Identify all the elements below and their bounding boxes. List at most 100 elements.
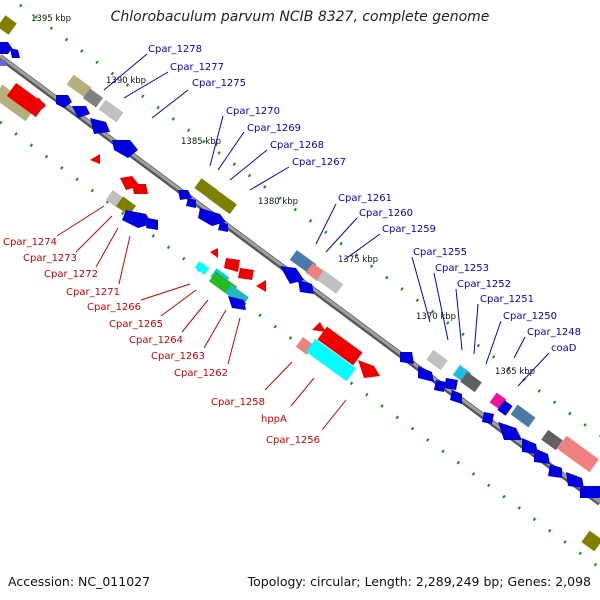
scale-label: 1375 kbp <box>338 255 378 265</box>
leader-line <box>485 320 502 365</box>
scale-label: 1390 kbp <box>106 76 146 86</box>
forward-labels: Cpar_1278 Cpar_1277 Cpar_1275 Cpar_1270 … <box>148 44 581 354</box>
gene-label: Cpar_1264 <box>129 335 183 346</box>
leader-line <box>343 233 381 261</box>
gene-arrow <box>312 322 326 332</box>
gene-arrow <box>90 118 110 134</box>
tick-tracks <box>0 3 600 570</box>
gene-features <box>0 15 600 552</box>
leader-line <box>315 203 337 245</box>
forward-label-leaders <box>103 53 550 387</box>
leader-line <box>118 235 131 285</box>
gene-feature <box>541 429 563 451</box>
gene-arrow <box>498 422 522 440</box>
gene-feature <box>194 261 210 275</box>
gene-feature <box>557 435 599 473</box>
gene-label: Cpar_1278 <box>148 44 202 55</box>
leader-line <box>411 256 431 323</box>
gene-arrow <box>112 140 138 158</box>
gene-arrow <box>450 390 462 404</box>
map-title: Chlorobaculum parvum NCIB 8327, complete… <box>110 9 490 25</box>
gene-arrow <box>0 42 12 54</box>
leader-line <box>181 299 209 333</box>
gene-feature <box>316 270 344 294</box>
gene-arrow <box>122 210 152 228</box>
gene-feature <box>207 187 237 215</box>
gene-label: Cpar_1255 <box>413 247 467 258</box>
gene-label: Cpar_1256 <box>266 435 320 446</box>
gene-label: Cpar_1250 <box>503 311 557 322</box>
gene-label: Cpar_1263 <box>151 351 205 362</box>
gene-arrow <box>0 60 6 66</box>
gene-arrow <box>132 184 148 194</box>
gene-feature <box>510 404 536 428</box>
gene-label: Cpar_1275 <box>192 78 246 89</box>
gene-arrow <box>444 378 458 390</box>
gene-arrow <box>210 248 218 258</box>
tick-track-outer <box>19 3 600 438</box>
gene-arrow <box>534 448 550 464</box>
leader-line <box>517 352 550 387</box>
scale-label: 1365 kbp <box>495 367 535 377</box>
gene-arrow <box>224 258 240 272</box>
scale-labels: 1395 kbp 1390 kbp 1385 kbp 1380 kbp 1375… <box>31 14 535 377</box>
reverse-label-leaders <box>56 205 347 431</box>
scale-label: 1370 kbp <box>416 312 456 322</box>
gene-label: Cpar_1259 <box>382 224 436 235</box>
gene-label: Cpar_1268 <box>270 140 324 151</box>
leader-line <box>56 205 105 237</box>
gene-feature <box>66 74 92 98</box>
scale-label: 1380 kbp <box>258 197 298 207</box>
gene-label: Cpar_1265 <box>109 319 163 330</box>
gene-arrow <box>198 208 226 226</box>
gene-arrow <box>482 412 494 424</box>
gene-arrow <box>228 296 246 310</box>
gene-feature <box>426 349 448 371</box>
leader-line <box>103 53 148 91</box>
gene-arrow <box>566 472 584 488</box>
gene-label: Cpar_1258 <box>211 397 265 408</box>
gene-feature <box>98 99 124 123</box>
gene-feature <box>580 486 600 498</box>
gene-label: Cpar_1261 <box>338 193 392 204</box>
leader-line <box>140 283 191 301</box>
gene-arrow <box>10 48 20 58</box>
gene-label: Cpar_1267 <box>292 157 346 168</box>
gene-arrow <box>56 95 72 108</box>
gene-arrow <box>146 218 158 230</box>
gene-arrow <box>418 366 434 382</box>
gene-arrow <box>238 268 254 280</box>
gene-label: Cpar_1253 <box>435 263 489 274</box>
gene-arrow <box>72 106 90 118</box>
gene-label: Cpar_1248 <box>527 327 581 338</box>
gene-arrow <box>548 464 562 478</box>
gene-arrow <box>280 266 304 284</box>
gene-label: Cpar_1271 <box>66 287 120 298</box>
gene-feature <box>306 338 356 382</box>
gene-arrow <box>218 222 228 232</box>
leader-line <box>160 289 197 317</box>
leader-line <box>75 215 113 253</box>
leader-line <box>151 89 189 119</box>
gene-label: Cpar_1270 <box>226 106 280 117</box>
gene-feature <box>0 84 35 122</box>
gene-label: hppA <box>261 414 287 425</box>
gene-label: Cpar_1269 <box>247 123 301 134</box>
leader-line <box>264 361 293 391</box>
gene-label: Cpar_1273 <box>23 253 77 264</box>
gene-arrow <box>434 380 446 392</box>
gene-arrow <box>256 280 266 292</box>
leader-line <box>227 317 241 365</box>
gene-label: Cpar_1272 <box>44 269 98 280</box>
gene-feature <box>497 400 513 416</box>
scale-label: 1385 kbp <box>181 137 221 147</box>
leader-line <box>249 166 290 191</box>
leader-line <box>123 71 169 99</box>
gene-arrow <box>38 97 46 112</box>
gene-label: Cpar_1266 <box>87 302 141 313</box>
scale-label: 1395 kbp <box>31 14 71 24</box>
leader-line <box>229 149 268 181</box>
gene-label: Cpar_1251 <box>480 294 534 305</box>
